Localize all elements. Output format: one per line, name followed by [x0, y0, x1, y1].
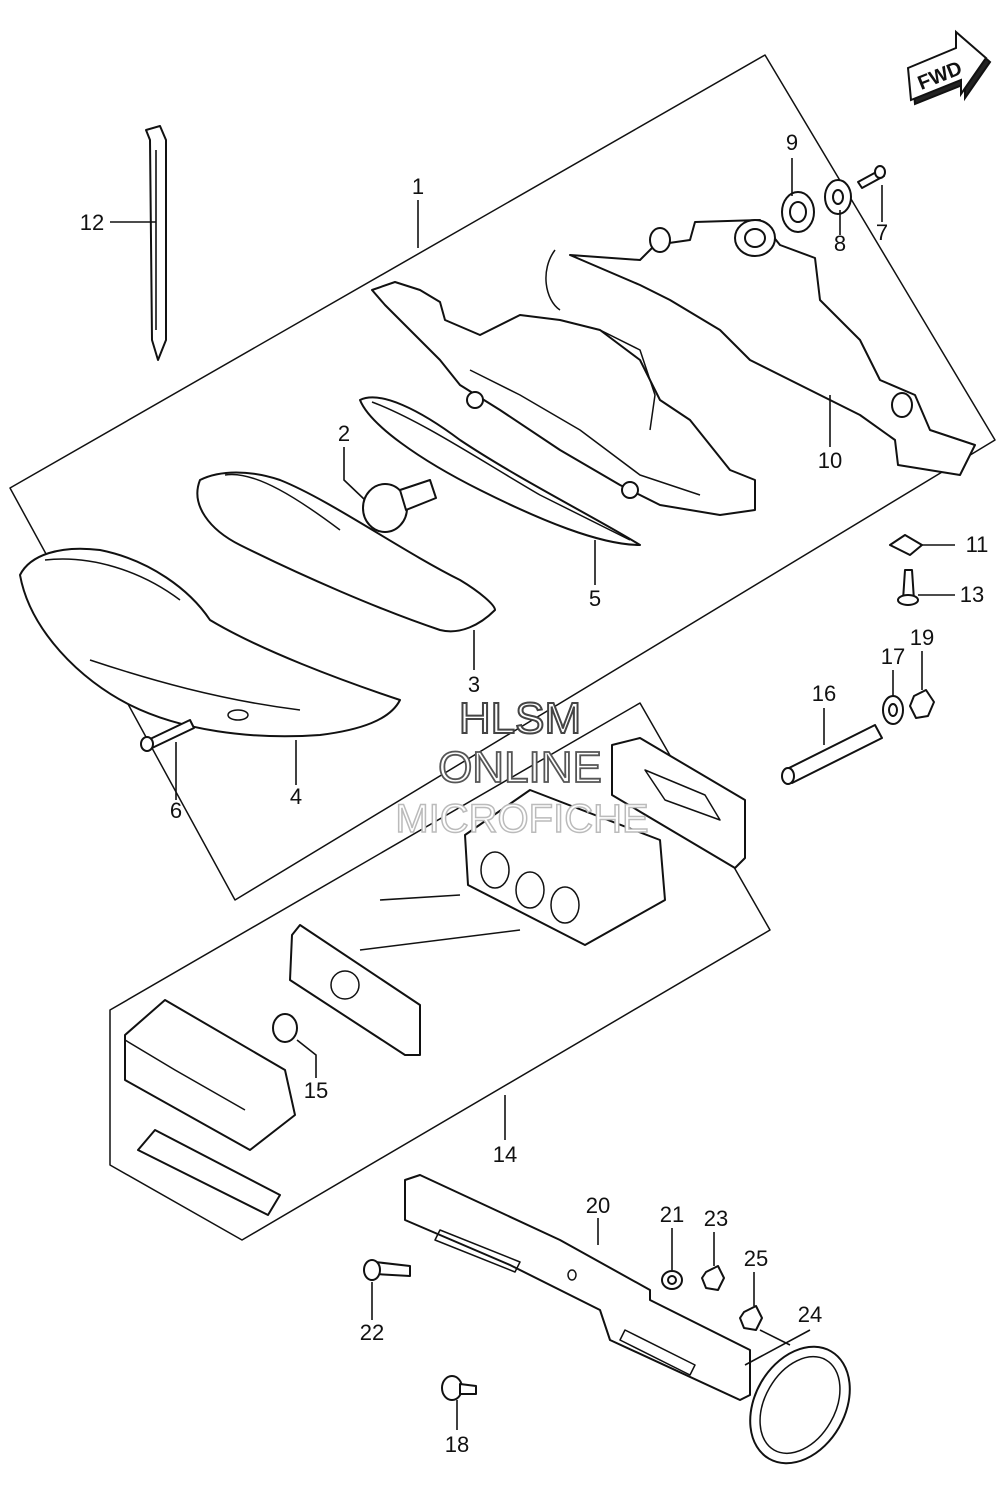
callout-21: 21	[660, 1202, 684, 1227]
reflector-part	[749, 1345, 851, 1465]
callout-1: 1	[412, 174, 424, 199]
screw-7-part	[857, 165, 886, 189]
watermark: HLSM ONLINE MICROFICHE	[395, 693, 650, 842]
clip-nut-part	[889, 534, 923, 556]
nut-23-part	[701, 1265, 725, 1291]
nut-19-part	[909, 689, 935, 719]
license-lamp-gasket-part	[611, 737, 746, 869]
license-lamp-housing-part	[464, 789, 666, 946]
callout-13: 13	[960, 582, 984, 607]
watermark-line-1: HLSM	[459, 694, 581, 743]
callout-16: 16	[812, 681, 836, 706]
callout-5: 5	[589, 586, 601, 611]
callout-3: 3	[468, 672, 480, 697]
collar-part	[781, 724, 883, 785]
callout-17: 17	[881, 644, 905, 669]
grommet-18-part	[441, 1375, 477, 1401]
fwd-arrow-icon: FWD	[906, 29, 992, 106]
callout-6: 6	[170, 798, 182, 823]
watermark-line-2: ONLINE	[438, 743, 602, 792]
license-lamp-lens-part	[124, 999, 296, 1151]
callout-20: 20	[586, 1193, 610, 1218]
outer-lens-part	[19, 547, 401, 738]
lamp-bracket-part	[569, 219, 976, 476]
callout-25: 25	[744, 1246, 768, 1271]
nut-25-part	[739, 1305, 763, 1331]
screw-6-part	[140, 719, 195, 752]
bolt-22-part	[363, 1259, 411, 1281]
callout-18: 18	[445, 1432, 469, 1457]
callout-9: 9	[786, 130, 798, 155]
inner-lens-part	[196, 471, 496, 633]
callout-14: 14	[493, 1142, 517, 1167]
lens-gasket-part	[359, 396, 641, 546]
callout-19: 19	[910, 625, 934, 650]
washer-17-part	[882, 695, 904, 725]
callout-12: 12	[80, 210, 104, 235]
callout-15: 15	[304, 1078, 328, 1103]
callout-2: 2	[338, 421, 350, 446]
rubber-grommet-part	[781, 191, 815, 233]
tapping-screw-part	[897, 569, 919, 606]
callout-8: 8	[834, 231, 846, 256]
license-bulb-part	[272, 1013, 298, 1043]
callout-11: 11	[966, 532, 989, 557]
callout-10: 10	[818, 448, 842, 473]
callout-24: 24	[798, 1302, 822, 1327]
callout-23: 23	[704, 1206, 728, 1231]
callout-22: 22	[360, 1320, 384, 1345]
leader-lines	[110, 158, 955, 1430]
assembly-outline-14	[109, 702, 771, 1241]
washer-21-part	[661, 1270, 683, 1290]
watermark-line-3: MICROFICHE	[395, 797, 648, 841]
tail-bulb-part	[362, 479, 437, 533]
cable-tie-part	[145, 125, 167, 361]
callout-7: 7	[876, 220, 888, 245]
assembly-outline-1	[9, 54, 996, 901]
lamp-cover-plate-part	[137, 1129, 281, 1216]
license-bracket-part	[404, 1174, 751, 1401]
lamp-socket-part	[289, 894, 521, 1056]
callout-4: 4	[290, 784, 302, 809]
lamp-housing-part	[371, 249, 756, 516]
washer-part	[824, 179, 852, 215]
